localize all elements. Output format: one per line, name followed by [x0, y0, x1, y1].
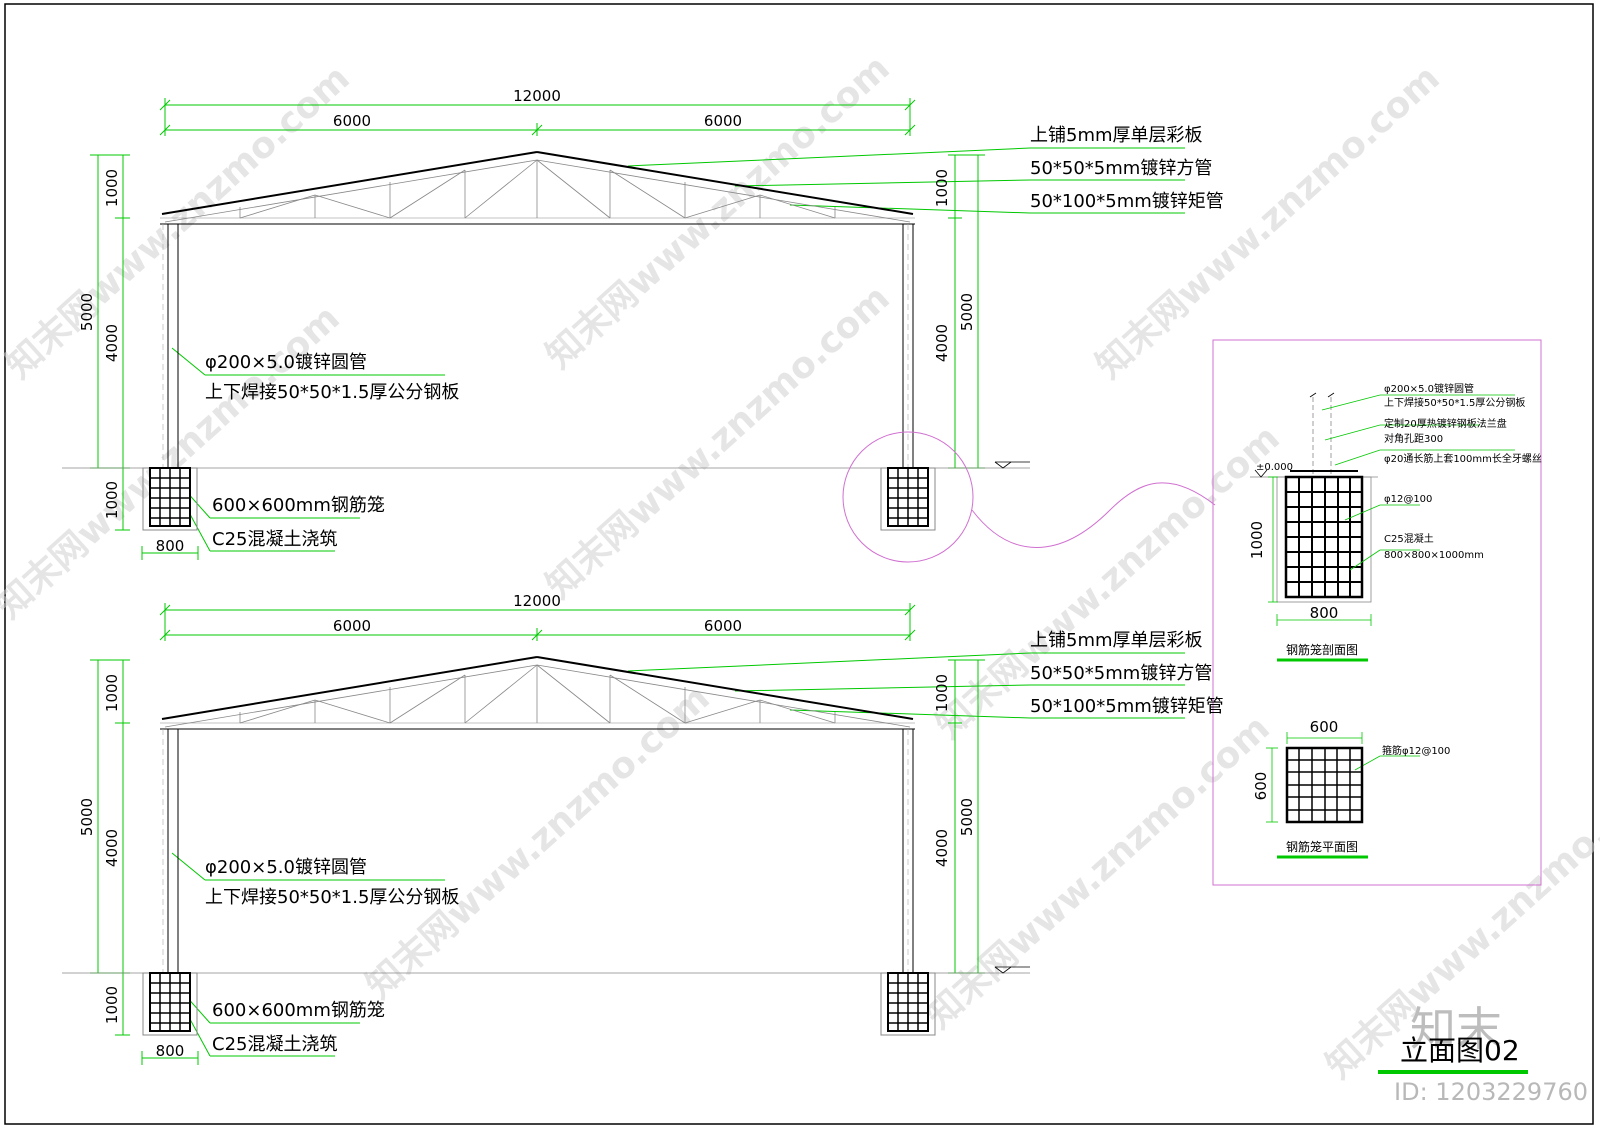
detail-height: 1000	[1248, 521, 1266, 559]
elevation-top: 12000 6000 6000 1000 5000 4000 1000 1000…	[62, 87, 1224, 560]
detail-panel: φ200×5.0镀锌圆管 上下焊接50*50*1.5厚公分钢板 定制20厚热镀锌…	[1248, 382, 1542, 859]
dim-total-height-right: 5000	[958, 293, 976, 331]
detail-label-6: φ12@100	[1384, 494, 1432, 505]
label-column-1: φ200×5.0镀锌圆管	[205, 352, 367, 373]
detail-plan: 600 600 箍筋φ12@100 钢筋笼平面图	[1252, 718, 1450, 859]
dim-span-right-b: 6000	[704, 617, 742, 635]
plan-width: 600	[1310, 718, 1339, 736]
dim-roof-height-right-b: 1000	[933, 674, 951, 712]
logo-text: 知末	[1410, 1002, 1502, 1056]
label-cage-b: 600×600mm钢筋笼	[212, 1000, 385, 1021]
foundation-right-bottom	[880, 972, 936, 1036]
dim-span-right: 6000	[704, 112, 742, 130]
dim-foundation-width: 800	[156, 537, 185, 555]
dim-column-height-right: 4000	[933, 324, 951, 362]
dim-column-height-left: 4000	[103, 324, 121, 362]
label-column-2-b: 上下焊接50*50*1.5厚公分钢板	[205, 887, 459, 908]
dim-column-height-right-b: 4000	[933, 829, 951, 867]
foundation-left-bottom	[142, 972, 198, 1036]
label-square-tube-b: 50*50*5mm镀锌方管	[1030, 663, 1212, 684]
detail-label-7: C25混凝土	[1384, 532, 1434, 545]
watermark-3: 知末网www.znzmo.com	[1089, 58, 1448, 387]
label-rect-tube: 50*100*5mm镀锌矩管	[1030, 191, 1224, 212]
detail-section-title: 钢筋笼剖面图	[1286, 642, 1358, 657]
plan-label: 箍筋φ12@100	[1382, 744, 1450, 757]
detail-label-5: φ20通长筋上套100mm长全牙螺丝	[1384, 452, 1542, 465]
detail-level: ±0.000	[1256, 462, 1293, 473]
foundation-left-top	[142, 467, 198, 531]
drawing-title: 立面图02	[1400, 1034, 1520, 1067]
detail-label-3: 定制20厚热镀锌钢板法兰盘	[1384, 417, 1507, 430]
elevation-bottom: 12000 6000 6000 1000 5000 4000 1000 1000…	[62, 592, 1224, 1065]
dim-foundation-height: 1000	[103, 481, 121, 519]
label-rect-tube-b: 50*100*5mm镀锌矩管	[1030, 696, 1224, 717]
title-block: 知末 立面图02 ID: 1203229760	[1378, 1002, 1588, 1106]
plan-height: 600	[1252, 772, 1270, 801]
sheet-border	[4, 3, 1594, 1125]
dim-foundation-width-b: 800	[156, 1042, 185, 1060]
label-roof-sheet-b: 上铺5mm厚单层彩板	[1030, 630, 1203, 651]
dim-foundation-height-b: 1000	[103, 986, 121, 1024]
dim-span-total-b: 12000	[513, 592, 561, 610]
foundation-right-top	[880, 467, 936, 531]
watermark-8: 知末网www.znzmo.com	[919, 708, 1278, 1037]
detail-label-8: 800×800×1000mm	[1384, 550, 1484, 561]
detail-section	[1250, 392, 1378, 603]
detail-label-2: 上下焊接50*50*1.5厚公分钢板	[1384, 396, 1525, 409]
dim-total-height-left: 5000	[78, 293, 96, 331]
dim-column-height-left-b: 4000	[103, 829, 121, 867]
label-concrete-b: C25混凝土浇筑	[212, 1034, 337, 1055]
dim-total-height-left-b: 5000	[78, 798, 96, 836]
watermark-7: 知末网www.znzmo.com	[359, 678, 718, 1007]
detail-label-4: 对角孔距300	[1384, 432, 1443, 445]
dim-roof-height-left: 1000	[103, 169, 121, 207]
plan-title: 钢筋笼平面图	[1286, 839, 1358, 854]
dim-lines-top	[90, 98, 1185, 560]
label-roof-sheet: 上铺5mm厚单层彩板	[1030, 125, 1203, 146]
dim-roof-height-right: 1000	[933, 169, 951, 207]
dim-span-left-b: 6000	[333, 617, 371, 635]
dim-span-total: 12000	[513, 87, 561, 105]
label-concrete: C25混凝土浇筑	[212, 529, 337, 550]
label-square-tube: 50*50*5mm镀锌方管	[1030, 158, 1212, 179]
dim-total-height-right-b: 5000	[958, 798, 976, 836]
detail-dims	[1268, 394, 1515, 662]
detail-callout	[842, 339, 1542, 886]
dim-roof-height-left-b: 1000	[103, 674, 121, 712]
dim-span-left: 6000	[333, 112, 371, 130]
frame-top	[62, 151, 1030, 469]
id-text: ID: 1203229760	[1394, 1078, 1588, 1106]
label-column-1-b: φ200×5.0镀锌圆管	[205, 857, 367, 878]
label-column-2: 上下焊接50*50*1.5厚公分钢板	[205, 382, 459, 403]
detail-label-1: φ200×5.0镀锌圆管	[1384, 382, 1474, 395]
label-cage: 600×600mm钢筋笼	[212, 495, 385, 516]
detail-width: 800	[1310, 604, 1339, 622]
